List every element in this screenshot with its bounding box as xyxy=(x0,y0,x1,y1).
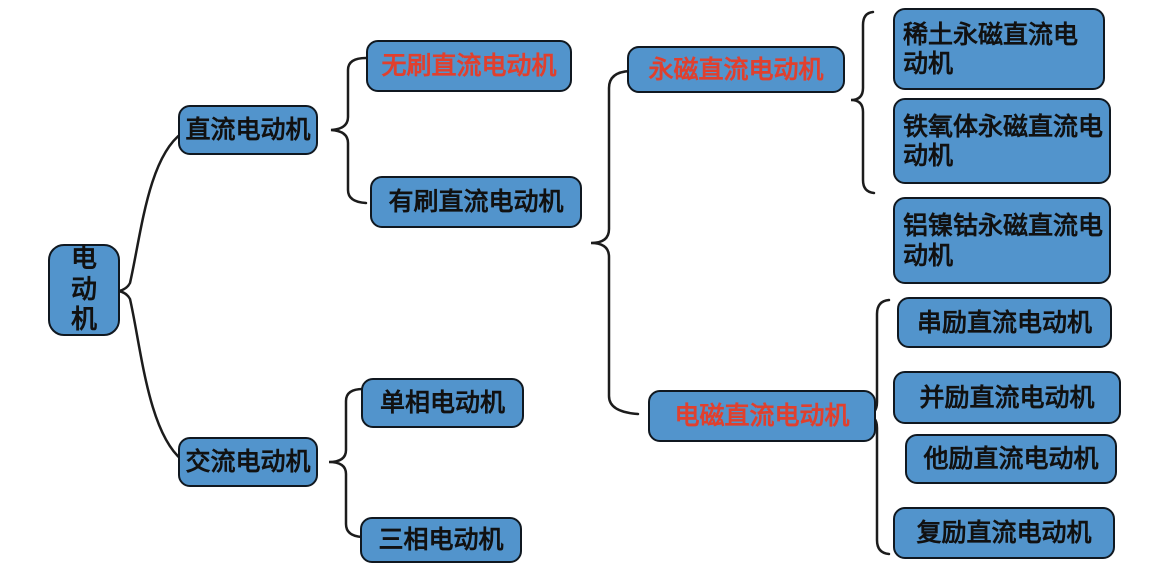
node-brushed-dc-motor-label: 有刷直流电动机 xyxy=(388,187,564,217)
node-ferrite-pm-dc-motor-label: 铁氧体永磁直流电动机 xyxy=(903,111,1104,171)
node-ac-motor: 交流电动机 xyxy=(178,437,318,487)
node-rare-earth-pm-dc-motor-label: 稀土永磁直流电动机 xyxy=(903,19,1079,79)
node-rare-earth-pm-dc-motor: 稀土永磁直流电动机 xyxy=(893,8,1105,90)
node-ferrite-pm-dc-motor: 铁氧体永磁直流电动机 xyxy=(893,98,1111,184)
brace-ac xyxy=(328,387,365,539)
node-motor: 电动机 xyxy=(48,244,120,336)
node-brushless-dc-motor-label: 无刷直流电动机 xyxy=(381,51,557,81)
node-separately-excited-dc-motor: 他励直流电动机 xyxy=(905,434,1117,484)
node-brushed-dc-motor: 有刷直流电动机 xyxy=(370,176,582,228)
node-alnico-pm-dc-motor-label: 铝镍钴永磁直流电动机 xyxy=(903,211,1104,270)
node-single-phase-motor-label: 单相电动机 xyxy=(379,388,505,418)
node-shunt-dc-motor: 并励直流电动机 xyxy=(893,371,1121,424)
node-shunt-dc-motor-label: 并励直流电动机 xyxy=(919,382,1095,412)
node-ac-motor-label: 交流电动机 xyxy=(185,447,311,477)
node-brushless-dc-motor: 无刷直流电动机 xyxy=(366,40,572,92)
brace-dc xyxy=(330,56,368,205)
node-motor-label: 电动机 xyxy=(70,244,97,336)
node-dc-motor-label: 直流电动机 xyxy=(185,115,311,145)
node-series-dc-motor: 串励直流电动机 xyxy=(897,297,1112,348)
node-compound-dc-motor-label: 复励直流电动机 xyxy=(916,518,1092,548)
node-compound-dc-motor: 复励直流电动机 xyxy=(893,507,1115,559)
brace-brushed xyxy=(590,69,640,416)
node-single-phase-motor: 单相电动机 xyxy=(361,378,524,428)
node-three-phase-motor-label: 三相电动机 xyxy=(378,525,504,555)
node-series-dc-motor-label: 串励直流电动机 xyxy=(916,307,1092,337)
node-pm-dc-motor: 永磁直流电动机 xyxy=(627,46,845,93)
node-pm-dc-motor-label: 永磁直流电动机 xyxy=(648,54,824,84)
node-separately-excited-dc-motor-label: 他励直流电动机 xyxy=(923,444,1099,474)
brace-root xyxy=(118,131,184,462)
node-em-dc-motor-label: 电磁直流电动机 xyxy=(674,401,850,431)
node-em-dc-motor: 电磁直流电动机 xyxy=(648,390,876,442)
node-dc-motor: 直流电动机 xyxy=(178,105,318,155)
brace-pm xyxy=(850,10,876,195)
node-alnico-pm-dc-motor: 铝镍钴永磁直流电动机 xyxy=(893,197,1111,284)
node-three-phase-motor: 三相电动机 xyxy=(360,517,522,563)
